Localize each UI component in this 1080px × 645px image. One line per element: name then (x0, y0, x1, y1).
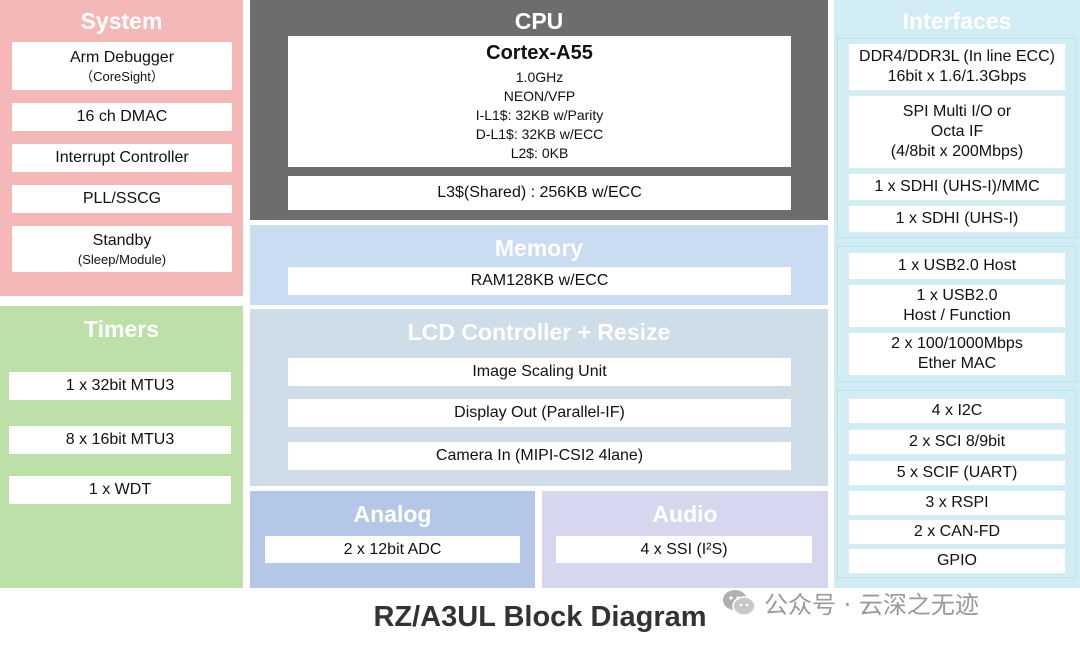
lcd-panel: LCD Controller + Resize Image Scaling Un… (250, 309, 828, 486)
system-block-dmac: 16 ch DMAC (12, 103, 232, 131)
interfaces-group-memory-storage: DDR4/DDR3L (In line ECC) 16bit x 1.6/1.3… (837, 38, 1077, 238)
block-label: Arm Debugger (69, 48, 175, 66)
block-label: Host / Function (903, 307, 1011, 324)
watermark: 公众号 · 云深之无迹 (722, 585, 979, 620)
cpu-l3-cache-block: L3$(Shared) : 256KB w/ECC (288, 176, 791, 210)
block-label: 4 x I2C (931, 402, 983, 419)
block-label: (4/8bit x 200Mbps) (890, 143, 1024, 160)
block-label: 1 x SDHI (UHS-I) (895, 210, 1019, 227)
memory-panel: Memory RAM128KB w/ECC (250, 225, 828, 305)
system-title: System (80, 8, 163, 34)
memory-title: Memory (494, 235, 584, 261)
block-label: 2 x SCI 8/9bit (908, 433, 1006, 450)
block-label: Octa IF (930, 123, 984, 140)
timers-block-wdt: 1 x WDT (9, 476, 231, 504)
block-label: 1 x 32bit MTU3 (65, 377, 175, 394)
interface-block-sdhi-mmc: 1 x SDHI (UHS-I)/MMC (848, 173, 1066, 201)
block-label: Camera In (MIPI-CSI2 4lane) (435, 447, 644, 464)
analog-panel: Analog 2 x 12bit ADC (250, 491, 535, 588)
audio-block-ssi: 4 x SSI (I²S) (556, 536, 812, 563)
interfaces-panel: Interfaces DDR4/DDR3L (In line ECC) 16bi… (834, 0, 1080, 588)
block-label: 8 x 16bit MTU3 (65, 431, 175, 448)
block-label: 2 x 100/1000Mbps (891, 335, 1023, 352)
analog-title: Analog (353, 501, 432, 527)
block-label: L3$(Shared) : 256KB w/ECC (437, 184, 642, 201)
block-label: GPIO (936, 552, 977, 569)
interface-block-ddr: DDR4/DDR3L (In line ECC) 16bit x 1.6/1.3… (848, 43, 1066, 91)
timers-panel: Timers 1 x 32bit MTU3 8 x 16bit MTU3 1 x… (0, 306, 243, 588)
block-label: PLL/SSCG (82, 190, 162, 207)
cpu-spec-line: 1.0GHz (515, 68, 564, 85)
interface-block-i2c: 4 x I2C (848, 398, 1066, 424)
analog-block-adc: 2 x 12bit ADC (265, 536, 520, 563)
block-label: 5 x SCIF (UART) (896, 464, 1018, 481)
block-label: Display Out (Parallel-IF) (454, 404, 625, 421)
cpu-title: CPU (514, 8, 564, 34)
interface-block-sci: 2 x SCI 8/9bit (848, 429, 1066, 455)
block-label: Image Scaling Unit (472, 363, 607, 380)
diagram-caption: RZ/A3UL Block Diagram (373, 601, 707, 633)
system-panel: System Arm Debugger （CoreSight） 16 ch DM… (0, 0, 243, 296)
system-block-arm-debugger: Arm Debugger （CoreSight） (12, 42, 232, 90)
system-block-interrupt-controller: Interrupt Controller (12, 144, 232, 172)
interface-block-ether-mac: 2 x 100/1000Mbps Ether MAC (848, 332, 1066, 376)
timers-block-16bit-mtu3: 8 x 16bit MTU3 (9, 426, 231, 454)
block-label: SPI Multi I/O or (902, 103, 1012, 120)
block-label: 3 x RSPI (925, 494, 989, 511)
cpu-core-block: Cortex-A55 1.0GHz NEON/VFP I-L1$: 32KB w… (288, 36, 791, 167)
interface-block-sdhi: 1 x SDHI (UHS-I) (848, 205, 1066, 233)
lcd-block-camera-in: Camera In (MIPI-CSI2 4lane) (288, 442, 791, 470)
interface-block-scif: 5 x SCIF (UART) (848, 460, 1066, 486)
interface-block-usb-host-function: 1 x USB2.0 Host / Function (848, 284, 1066, 328)
memory-block-ram: RAM128KB w/ECC (288, 267, 791, 295)
block-label: Interrupt Controller (55, 149, 189, 166)
block-label: 16 ch DMAC (76, 108, 168, 125)
block-sublabel: (Sleep/Module) (77, 251, 167, 267)
interface-block-gpio: GPIO (848, 548, 1066, 574)
system-block-pll: PLL/SSCG (12, 185, 232, 213)
cpu-panel: CPU Cortex-A55 1.0GHz NEON/VFP I-L1$: 32… (250, 0, 828, 220)
cpu-spec-line: L2$: 0KB (510, 144, 569, 161)
audio-panel: Audio 4 x SSI (I²S) (542, 491, 828, 588)
block-label: Standby (92, 231, 152, 249)
timers-title: Timers (83, 316, 159, 342)
block-sublabel: （CoreSight） (80, 68, 164, 84)
interfaces-title: Interfaces (902, 8, 1012, 34)
block-label: Ether MAC (917, 355, 997, 372)
lcd-title: LCD Controller + Resize (407, 319, 671, 345)
block-label: 2 x 12bit ADC (343, 540, 442, 558)
interfaces-group-usb-ether: 1 x USB2.0 Host 1 x USB2.0 Host / Functi… (837, 246, 1077, 382)
block-label: 1 x USB2.0 (916, 287, 998, 304)
interface-block-can-fd: 2 x CAN-FD (848, 519, 1066, 545)
interface-block-rspi: 3 x RSPI (848, 490, 1066, 516)
cpu-core-name: Cortex-A55 (486, 41, 593, 64)
block-label: 1 x SDHI (UHS-I)/MMC (874, 178, 1040, 195)
block-label: 2 x CAN-FD (913, 523, 1001, 540)
block-label: 16bit x 1.6/1.3Gbps (887, 68, 1027, 85)
block-label: 1 x USB2.0 Host (897, 257, 1017, 274)
audio-title: Audio (652, 501, 718, 527)
block-label: DDR4/DDR3L (In line ECC) (859, 48, 1055, 65)
watermark-text: 公众号 · 云深之无迹 (764, 591, 979, 619)
cpu-spec-line: NEON/VFP (503, 87, 576, 104)
cpu-spec-line: D-L1$: 32KB w/ECC (475, 125, 604, 142)
lcd-block-display-out: Display Out (Parallel-IF) (288, 399, 791, 427)
interfaces-group-serial-gpio: 4 x I2C 2 x SCI 8/9bit 5 x SCIF (UART) 3… (837, 390, 1077, 578)
lcd-block-image-scaling: Image Scaling Unit (288, 358, 791, 386)
timers-block-32bit-mtu3: 1 x 32bit MTU3 (9, 372, 231, 400)
interface-block-spi-octa: SPI Multi I/O or Octa IF (4/8bit x 200Mb… (848, 95, 1066, 169)
interface-block-usb-host: 1 x USB2.0 Host (848, 252, 1066, 280)
system-block-standby: Standby (Sleep/Module) (12, 226, 232, 272)
cpu-spec-line: I-L1$: 32KB w/Parity (475, 106, 604, 123)
wechat-icon (722, 589, 756, 617)
block-label: 1 x WDT (88, 481, 152, 498)
block-label: RAM128KB w/ECC (470, 272, 609, 289)
block-label: 4 x SSI (I²S) (640, 540, 728, 558)
